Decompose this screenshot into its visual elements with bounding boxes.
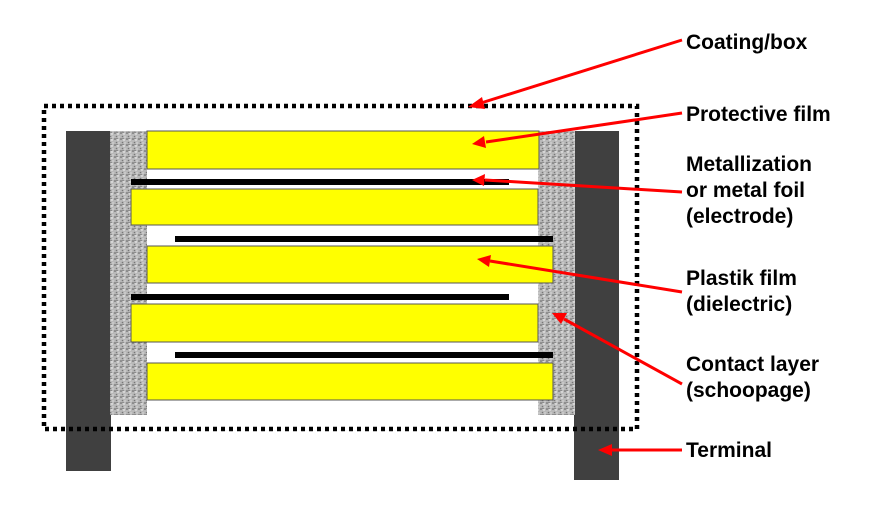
- label-line: (electrode): [686, 205, 794, 228]
- arrow-terminal: [598, 444, 682, 456]
- label-line: Protective film: [686, 103, 831, 126]
- plastic-film-layer: [146, 362, 554, 401]
- coating-box-outline: [41, 103, 640, 432]
- contact-layer-left: [110, 131, 147, 415]
- electrode-right: [175, 236, 553, 242]
- arrow-plastic-film: [477, 255, 683, 294]
- electrode-right: [175, 352, 553, 358]
- label-line: Coating/box: [686, 31, 808, 54]
- arrow-metallization: [472, 174, 683, 194]
- label-line: (schoopage): [686, 379, 811, 402]
- arrow-protective-film: [472, 111, 683, 148]
- electrode-left: [131, 179, 509, 185]
- arrow-coating: [468, 38, 683, 109]
- plastic-film-layer: [130, 188, 539, 226]
- label-line: (dielectric): [686, 293, 793, 316]
- label-line: Metallization: [686, 153, 813, 176]
- label-line: Terminal: [686, 439, 772, 462]
- terminal-left: [66, 131, 111, 471]
- label-line: Plastik film: [686, 267, 797, 290]
- label-metallization: Metallization or metal foil (electrode): [686, 152, 812, 230]
- label-line: or metal foil: [686, 179, 806, 202]
- label-terminal: Terminal: [686, 438, 772, 464]
- electrode-left: [131, 294, 509, 300]
- label-line: Contact layer: [686, 353, 820, 376]
- protective-film: [146, 130, 540, 170]
- arrow-contact-layer: [552, 313, 683, 386]
- plastic-film-layer: [130, 303, 539, 343]
- terminal-right: [574, 131, 619, 480]
- label-plastic-film: Plastik film (dielectric): [686, 266, 797, 318]
- plastic-film-layer: [146, 245, 554, 284]
- arrows: [468, 38, 683, 456]
- label-contact-layer: Contact layer (schoopage): [686, 352, 819, 404]
- label-protective-film: Protective film: [686, 102, 831, 128]
- label-coating-box: Coating/box: [686, 30, 807, 56]
